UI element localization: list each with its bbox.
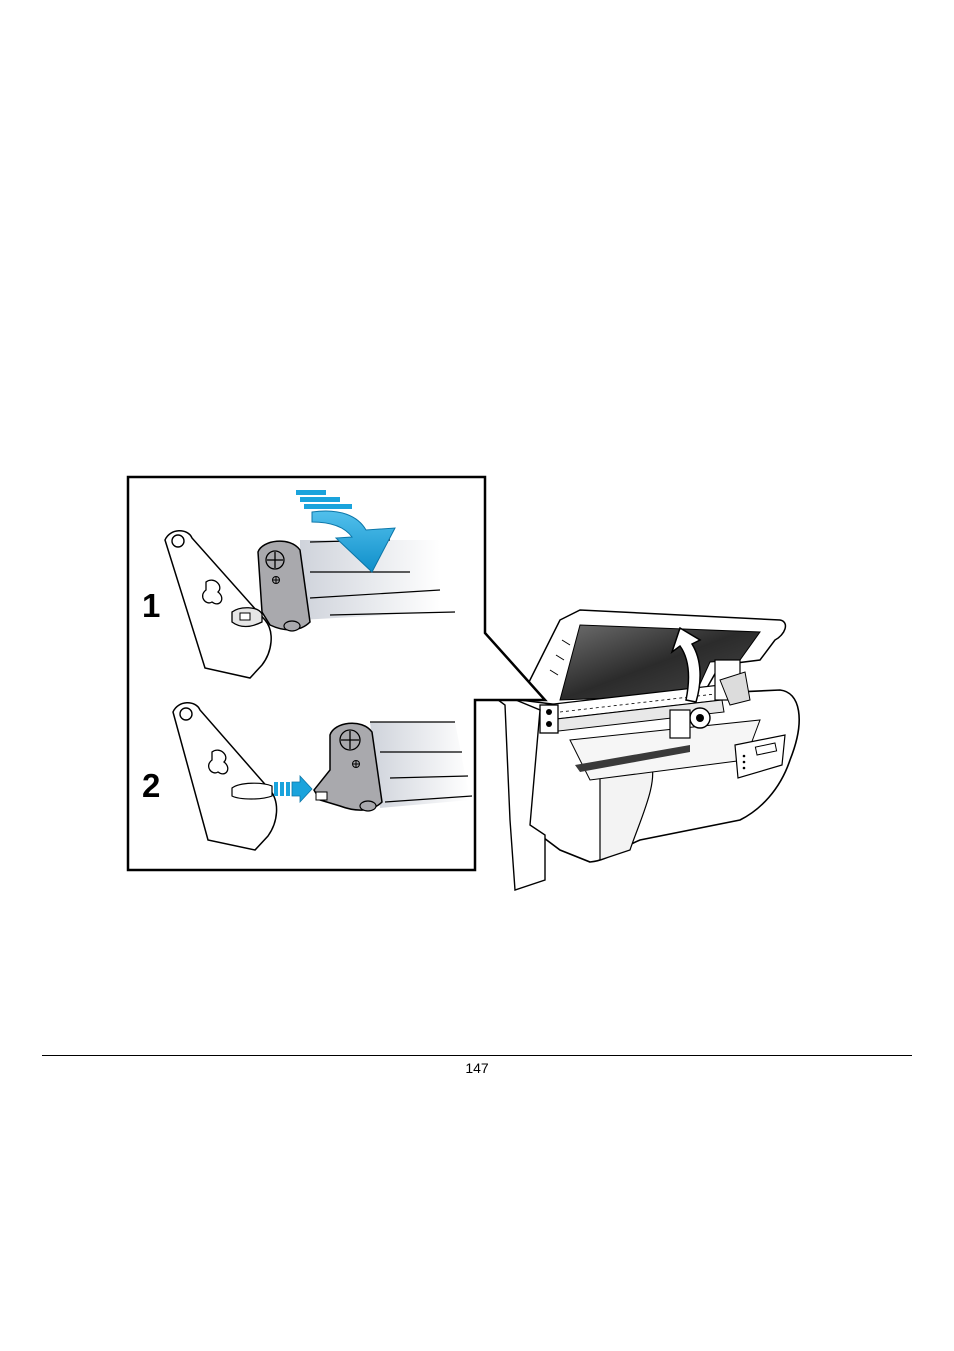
footer-rule xyxy=(42,1055,912,1056)
page-number: 147 xyxy=(0,1060,954,1076)
printer-illustration xyxy=(475,610,799,890)
step-label-1: 1 xyxy=(142,587,160,624)
step-label-2: 2 xyxy=(142,767,160,804)
